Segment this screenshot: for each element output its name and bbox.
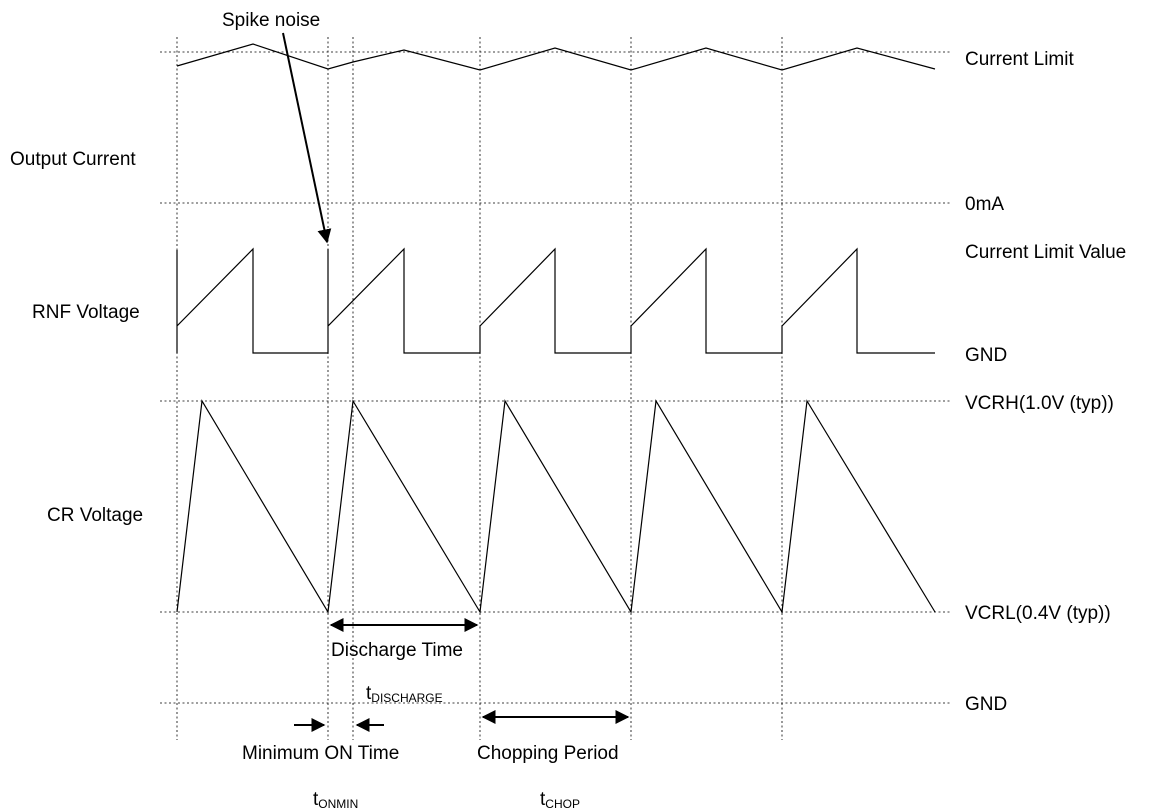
vertical-reference-lines	[176, 37, 783, 740]
horizontal-reference-lines	[160, 51, 950, 704]
t-onmin-sub: ONMIN	[318, 797, 358, 810]
t-onmin-symbol: tONMIN	[313, 789, 358, 810]
t-discharge-base: t	[366, 683, 372, 704]
vcrh-label: VCRH(1.0V (typ))	[965, 393, 1114, 414]
output-current-label: Output Current	[10, 149, 136, 170]
gnd-rnf-label: GND	[965, 345, 1007, 366]
t-discharge-sub: DISCHARGE	[371, 691, 442, 705]
t-discharge-symbol: tDISCHARGE	[366, 683, 443, 705]
t-chop-sub: CHOP	[545, 797, 580, 810]
rnf-voltage-label: RNF Voltage	[32, 302, 140, 323]
cr-voltage-waveform	[176, 399, 936, 614]
minimum-on-time-label: Minimum ON Time	[242, 743, 399, 764]
spike-noise-label: Spike noise	[222, 10, 320, 31]
cr-voltage-label: CR Voltage	[47, 505, 143, 526]
vcrl-label: VCRL(0.4V (typ))	[965, 603, 1111, 624]
rnf-voltage-waveform	[176, 247, 935, 354]
t-onmin-base: t	[313, 789, 319, 810]
current-limit-value-label: Current Limit Value	[965, 242, 1126, 263]
gnd-bottom-label: GND	[965, 694, 1007, 715]
t-chop-base: t	[540, 789, 546, 810]
discharge-time-label: Discharge Time	[331, 640, 463, 661]
output-current-waveform	[176, 43, 936, 71]
chopping-period-label: Chopping Period	[477, 743, 619, 764]
spike-noise-arrow	[282, 32, 332, 244]
current-limit-label: Current Limit	[965, 49, 1074, 70]
t-chop-symbol: tCHOP	[540, 789, 580, 810]
zero-ma-label: 0mA	[965, 194, 1004, 215]
